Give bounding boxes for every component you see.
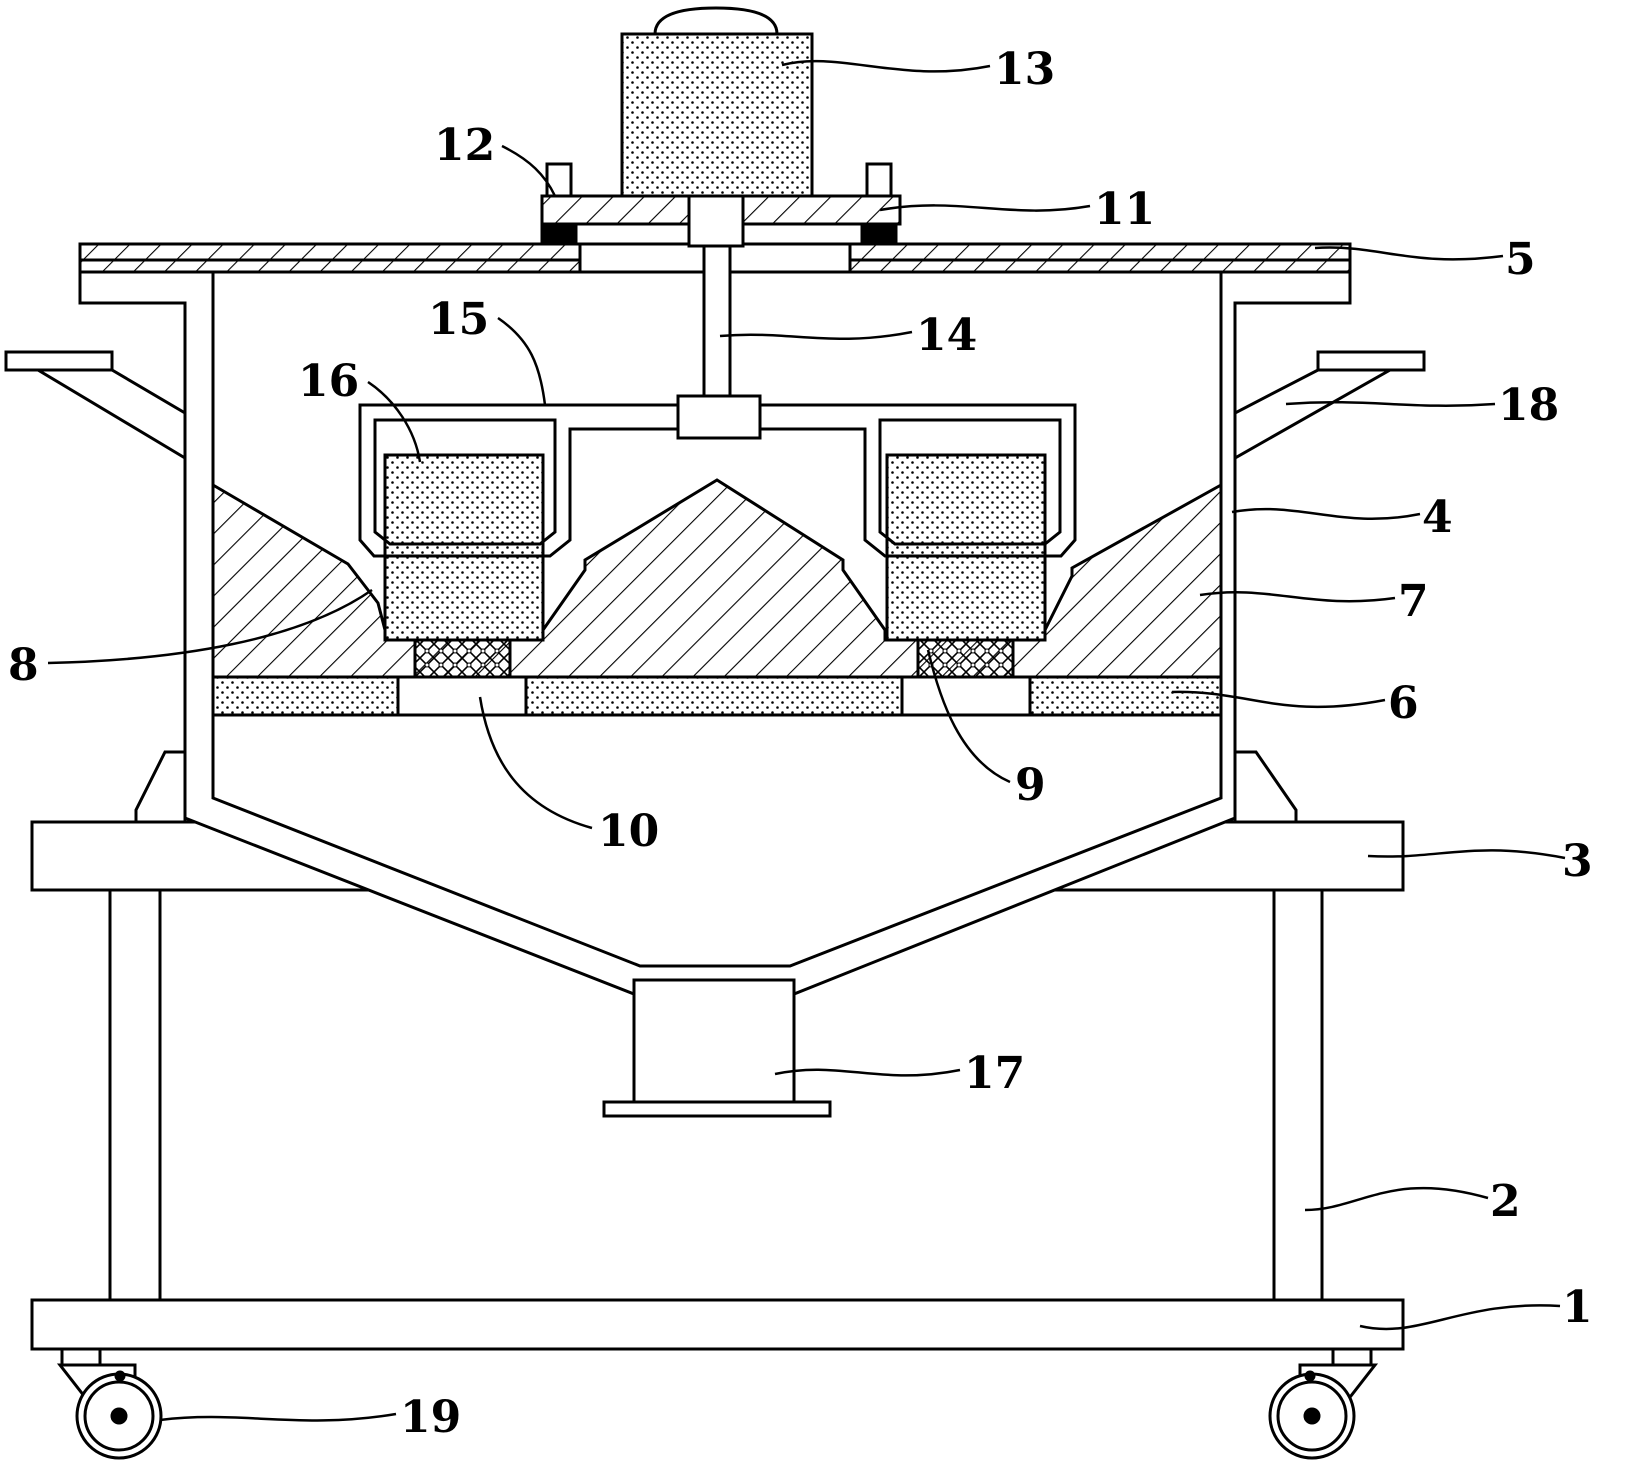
leg-right (1274, 890, 1322, 1300)
label-5: 5 (1505, 234, 1536, 285)
bracket-right (1235, 752, 1296, 822)
label-19: 19 (400, 1392, 461, 1443)
handle-left-arm (38, 370, 185, 458)
coupling-top (689, 196, 743, 246)
bolt-right-head (867, 164, 891, 196)
label-15: 15 (428, 294, 489, 345)
top-cover-right (850, 244, 1350, 272)
leader-2 (1305, 1188, 1488, 1210)
motor-cap (655, 8, 777, 34)
discharge-pipe (634, 980, 794, 1102)
label-1: 1 (1562, 1282, 1593, 1333)
shaft (704, 246, 730, 396)
label-17: 17 (964, 1048, 1025, 1099)
motor (622, 34, 812, 196)
roller-left (385, 455, 543, 640)
label-10: 10 (598, 806, 659, 857)
leader-17 (775, 1070, 960, 1076)
label-9: 9 (1015, 760, 1046, 811)
label-14: 14 (916, 310, 977, 361)
label-4: 4 (1422, 492, 1453, 543)
bracket-left (136, 752, 185, 822)
filter-block-right (918, 640, 1013, 677)
leader-19 (160, 1414, 396, 1420)
label-2: 2 (1490, 1176, 1521, 1227)
bolt-right-nut (862, 224, 896, 244)
roller-right (887, 455, 1045, 640)
label-8: 8 (8, 640, 39, 691)
bolt-left-head (547, 164, 571, 196)
base-plate (32, 1300, 1403, 1349)
label-18: 18 (1498, 380, 1559, 431)
caster-right (1270, 1349, 1375, 1458)
handle-right-arm (1235, 370, 1390, 458)
leader-4 (1232, 509, 1420, 519)
label-7: 7 (1398, 576, 1429, 627)
leader-11 (880, 205, 1090, 210)
discharge-hole-left (398, 677, 526, 715)
top-cover (80, 244, 580, 272)
label-12: 12 (434, 120, 495, 171)
coupling-hub (678, 396, 760, 438)
label-11: 11 (1094, 184, 1155, 235)
handle-right-grip (1318, 352, 1424, 370)
discharge-flange (604, 1102, 830, 1116)
label-3: 3 (1562, 836, 1593, 887)
label-6: 6 (1388, 678, 1419, 729)
discharge-hole-right (902, 677, 1030, 715)
screen-plate (213, 677, 1221, 715)
handle-left-grip (6, 352, 112, 370)
caster-left (60, 1349, 161, 1458)
leg-left (110, 890, 160, 1300)
bolt-left-nut (542, 224, 576, 244)
label-16: 16 (298, 356, 359, 407)
label-13: 13 (994, 44, 1055, 95)
filter-block-left (415, 640, 510, 677)
